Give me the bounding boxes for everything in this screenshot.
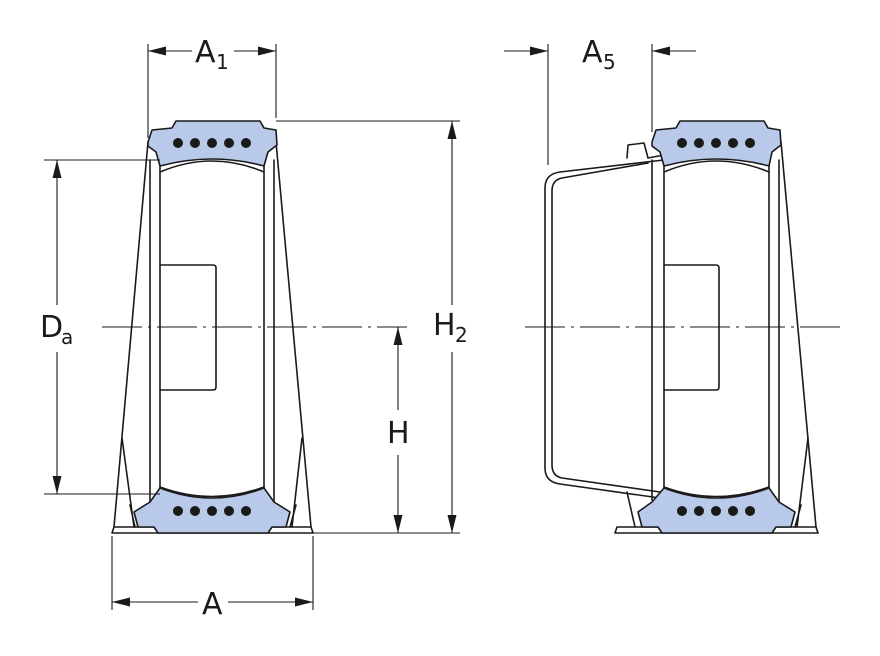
dim-a5-label: A: [582, 35, 603, 70]
left-inner-wall: [149, 159, 275, 503]
left-view: [102, 120, 407, 534]
dim-h2-subscript: 2: [455, 323, 468, 347]
dimension-da: D a: [40, 159, 160, 495]
left-roller-curve-top: [159, 160, 265, 173]
dimension-h: H: [387, 327, 410, 533]
dimension-a1: A 1: [147, 35, 277, 138]
right-top-balls: [677, 138, 755, 148]
dim-h2-label: H: [433, 308, 456, 343]
dim-a1-subscript: 1: [216, 50, 229, 74]
right-view: [525, 120, 842, 534]
dimension-a: A: [111, 536, 314, 622]
left-support-ribs: [121, 437, 303, 528]
right-roller-curve-top: [663, 160, 770, 173]
right-inner-wall: [651, 159, 780, 503]
dim-a-label: A: [202, 587, 223, 622]
dim-a5-subscript: 5: [603, 50, 616, 74]
left-bottom-balls: [173, 506, 251, 516]
left-roller-curve-bottom: [159, 486, 265, 498]
right-outer-wall: [780, 141, 817, 528]
dim-h-label: H: [387, 416, 410, 451]
right-roller-curve-bottom: [663, 486, 770, 498]
right-bottom-balls: [677, 506, 755, 516]
dimension-h2: H 2: [276, 120, 468, 534]
dim-a1-label: A: [195, 35, 216, 70]
right-support-ribs: [626, 437, 809, 528]
left-top-balls: [173, 138, 251, 148]
left-outer-wall: [113, 141, 312, 528]
right-end-cover-outer: [544, 142, 665, 499]
right-end-cover-inner: [551, 162, 661, 493]
dim-da-subscript: a: [61, 325, 73, 349]
dim-da-label: D: [40, 310, 63, 345]
dimension-a5: A 5: [504, 35, 696, 165]
